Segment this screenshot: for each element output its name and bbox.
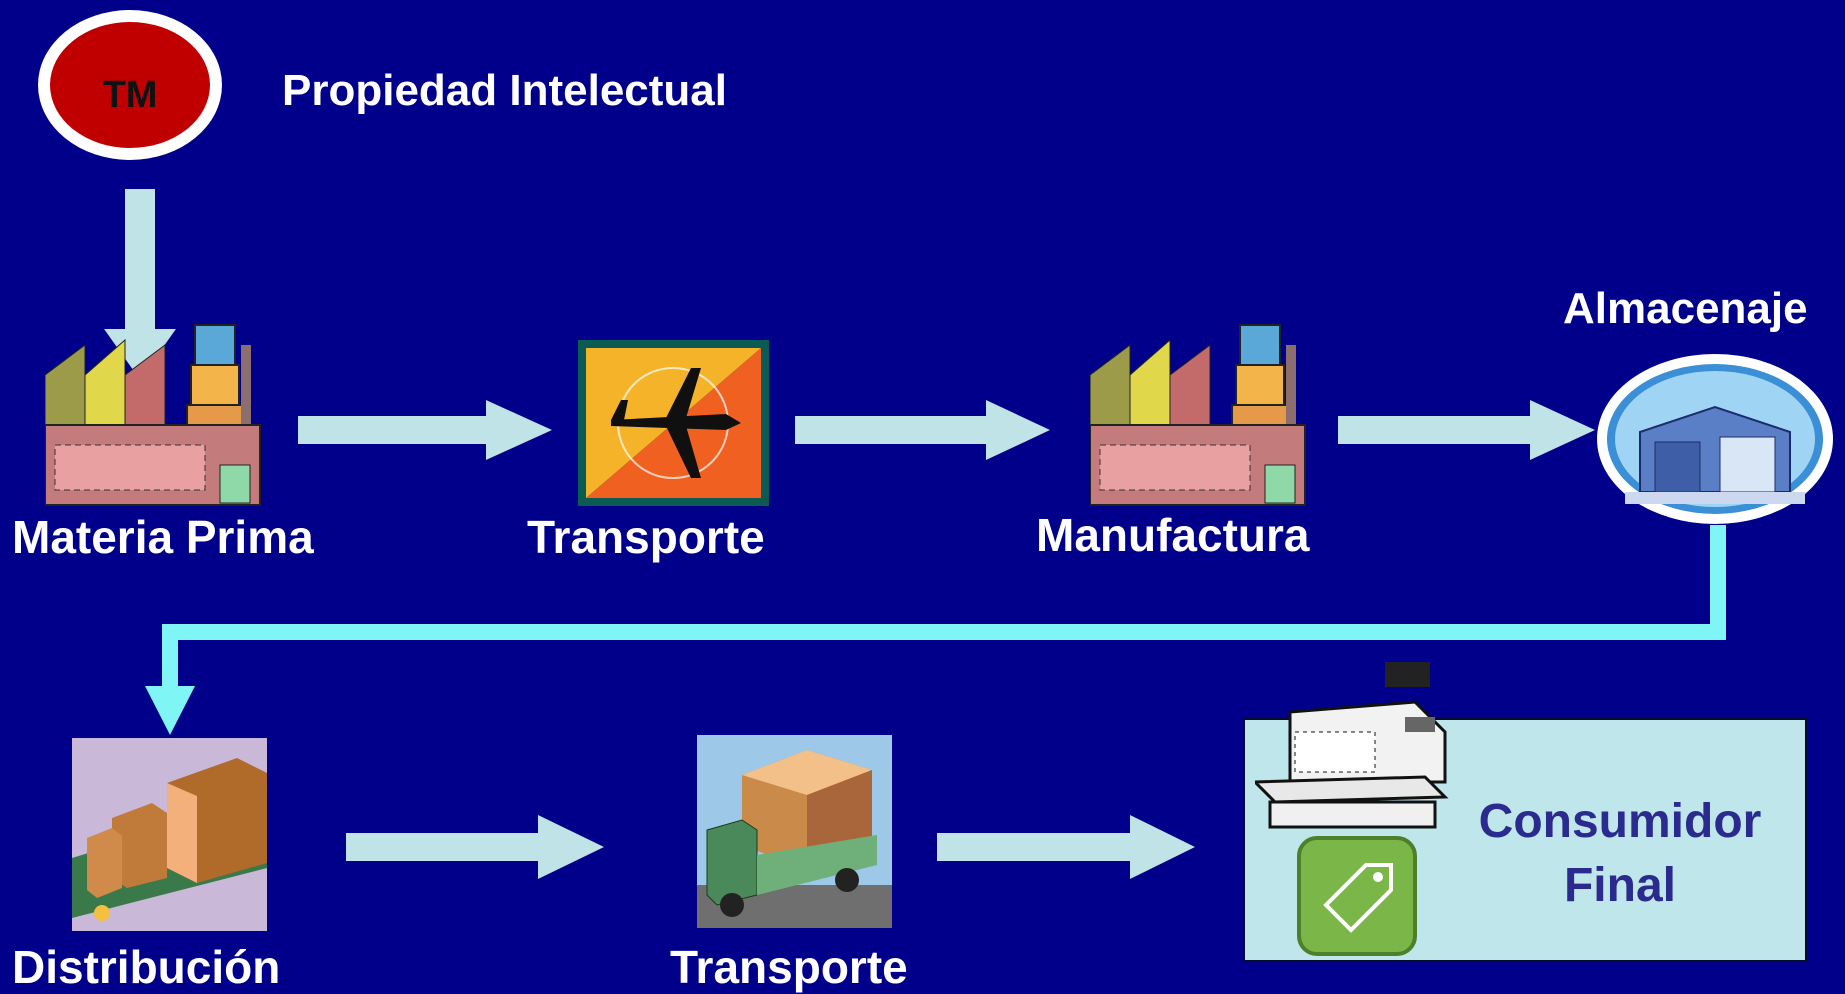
- consumer-label-line1: Consumidor: [1478, 795, 1762, 848]
- factory-icon: [45, 324, 261, 506]
- arrow-right-5: [937, 815, 1195, 879]
- node-label-manufactura: Manufactura: [1036, 509, 1310, 561]
- connector-warehouse-distribution: [162, 525, 1726, 690]
- node-label-materia-prima: Materia Prima: [12, 511, 314, 563]
- price-tag-icon: [1297, 836, 1417, 956]
- cash-register-icon: [1255, 662, 1449, 829]
- node-label-almacenaje: Almacenaje: [1563, 284, 1808, 333]
- connector-arrowhead: [145, 686, 195, 735]
- node-label-transporte-air: Transporte: [527, 511, 765, 563]
- arrow-right-1: [298, 400, 552, 460]
- trademark-badge-icon: TM: [38, 10, 222, 160]
- arrow-right-2: [795, 400, 1050, 460]
- warehouse-icon: [1597, 354, 1833, 524]
- factory-icon: [1090, 324, 1306, 506]
- airplane-stamp-icon: [578, 340, 769, 506]
- trademark-badge-inner: TM: [50, 22, 210, 148]
- consumer-label-line2: Final: [1563, 859, 1676, 912]
- node-label-transporte-road: Transporte: [670, 941, 908, 993]
- arrow-right-3: [1338, 400, 1595, 460]
- delivery-truck-icon: [697, 735, 892, 928]
- arrow-right-4: [346, 815, 604, 879]
- node-label-distribucion: Distribución: [12, 941, 281, 993]
- consumer-label: Consumidor Final: [1440, 790, 1800, 918]
- trademark-badge-text: TM: [102, 74, 158, 116]
- page-title: Propiedad Intelectual: [282, 66, 727, 115]
- conveyor-boxes-icon: [72, 738, 267, 931]
